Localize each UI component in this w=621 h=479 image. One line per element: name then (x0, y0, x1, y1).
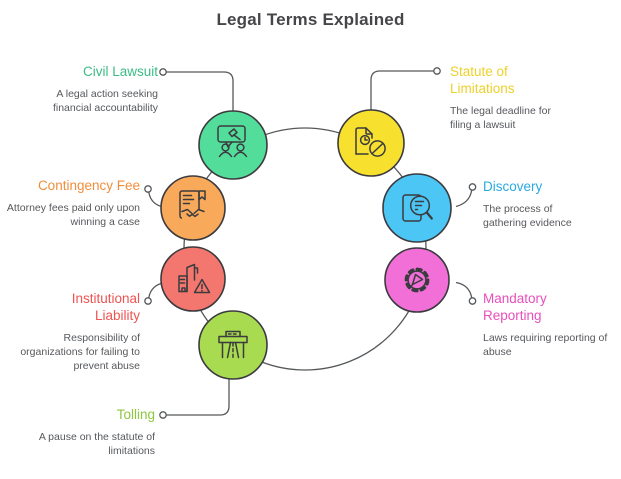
term-civil-lawsuit-desc: A legal action seeking financial account… (52, 88, 158, 114)
term-tolling-desc: A pause on the statute of limitations (38, 431, 155, 457)
term-discovery: Discovery The process of gathering evide… (483, 178, 595, 230)
term-contingency-fee: Contingency Fee Attorney fees paid only … (5, 177, 140, 229)
building-warning-icon (160, 246, 226, 312)
term-contingency-fee-desc: Attorney fees paid only upon winning a c… (6, 202, 140, 228)
term-mandatory-reporting-desc: Laws requiring reporting of abuse (483, 332, 608, 358)
term-institutional-liability-desc: Responsibility of organizations for fail… (20, 332, 140, 372)
connector-tolling (159, 378, 230, 419)
term-statute-of-limitations-desc: The legal deadline for filing a lawsuit (450, 105, 551, 131)
term-tolling-label: Tolling (116, 407, 155, 422)
term-institutional-liability-label: Institutional Liability (71, 291, 140, 323)
term-mandatory-reporting: Mandatory Reporting Laws requiring repor… (483, 290, 613, 359)
gavel-speech-bubble-people-icon (198, 110, 268, 180)
term-statute-of-limitations-label: Statute of Limitations (450, 64, 515, 96)
connector-discovery (455, 183, 477, 208)
term-institutional-liability: Institutional Liability Responsibility o… (5, 290, 140, 373)
term-tolling: Tolling A pause on the statute of limita… (37, 406, 155, 458)
term-discovery-desc: The process of gathering evidence (483, 203, 572, 229)
term-contingency-fee-label: Contingency Fee (37, 178, 140, 193)
term-statute-of-limitations: Statute of Limitations The legal deadlin… (450, 63, 568, 132)
icon-nodes (160, 109, 452, 380)
page-title: Legal Terms Explained (216, 10, 405, 29)
term-civil-lawsuit-label: Civil Lawsuit (82, 64, 158, 79)
document-magnifier-icon (382, 173, 452, 243)
connector-statute-of-limitations (370, 67, 441, 110)
contract-handshake-icon (160, 175, 226, 241)
term-civil-lawsuit: Civil Lawsuit A legal action seeking fin… (33, 63, 158, 115)
document-clock-prohibited-icon (337, 109, 405, 177)
gear-alert-icon (384, 247, 450, 313)
toll-road-icon (198, 310, 268, 380)
term-discovery-label: Discovery (483, 179, 543, 194)
connector-mandatory-reporting (455, 281, 477, 305)
connector-lines (144, 67, 477, 419)
term-mandatory-reporting-label: Mandatory Reporting (483, 291, 547, 323)
connector-civil-lawsuit (159, 68, 234, 112)
